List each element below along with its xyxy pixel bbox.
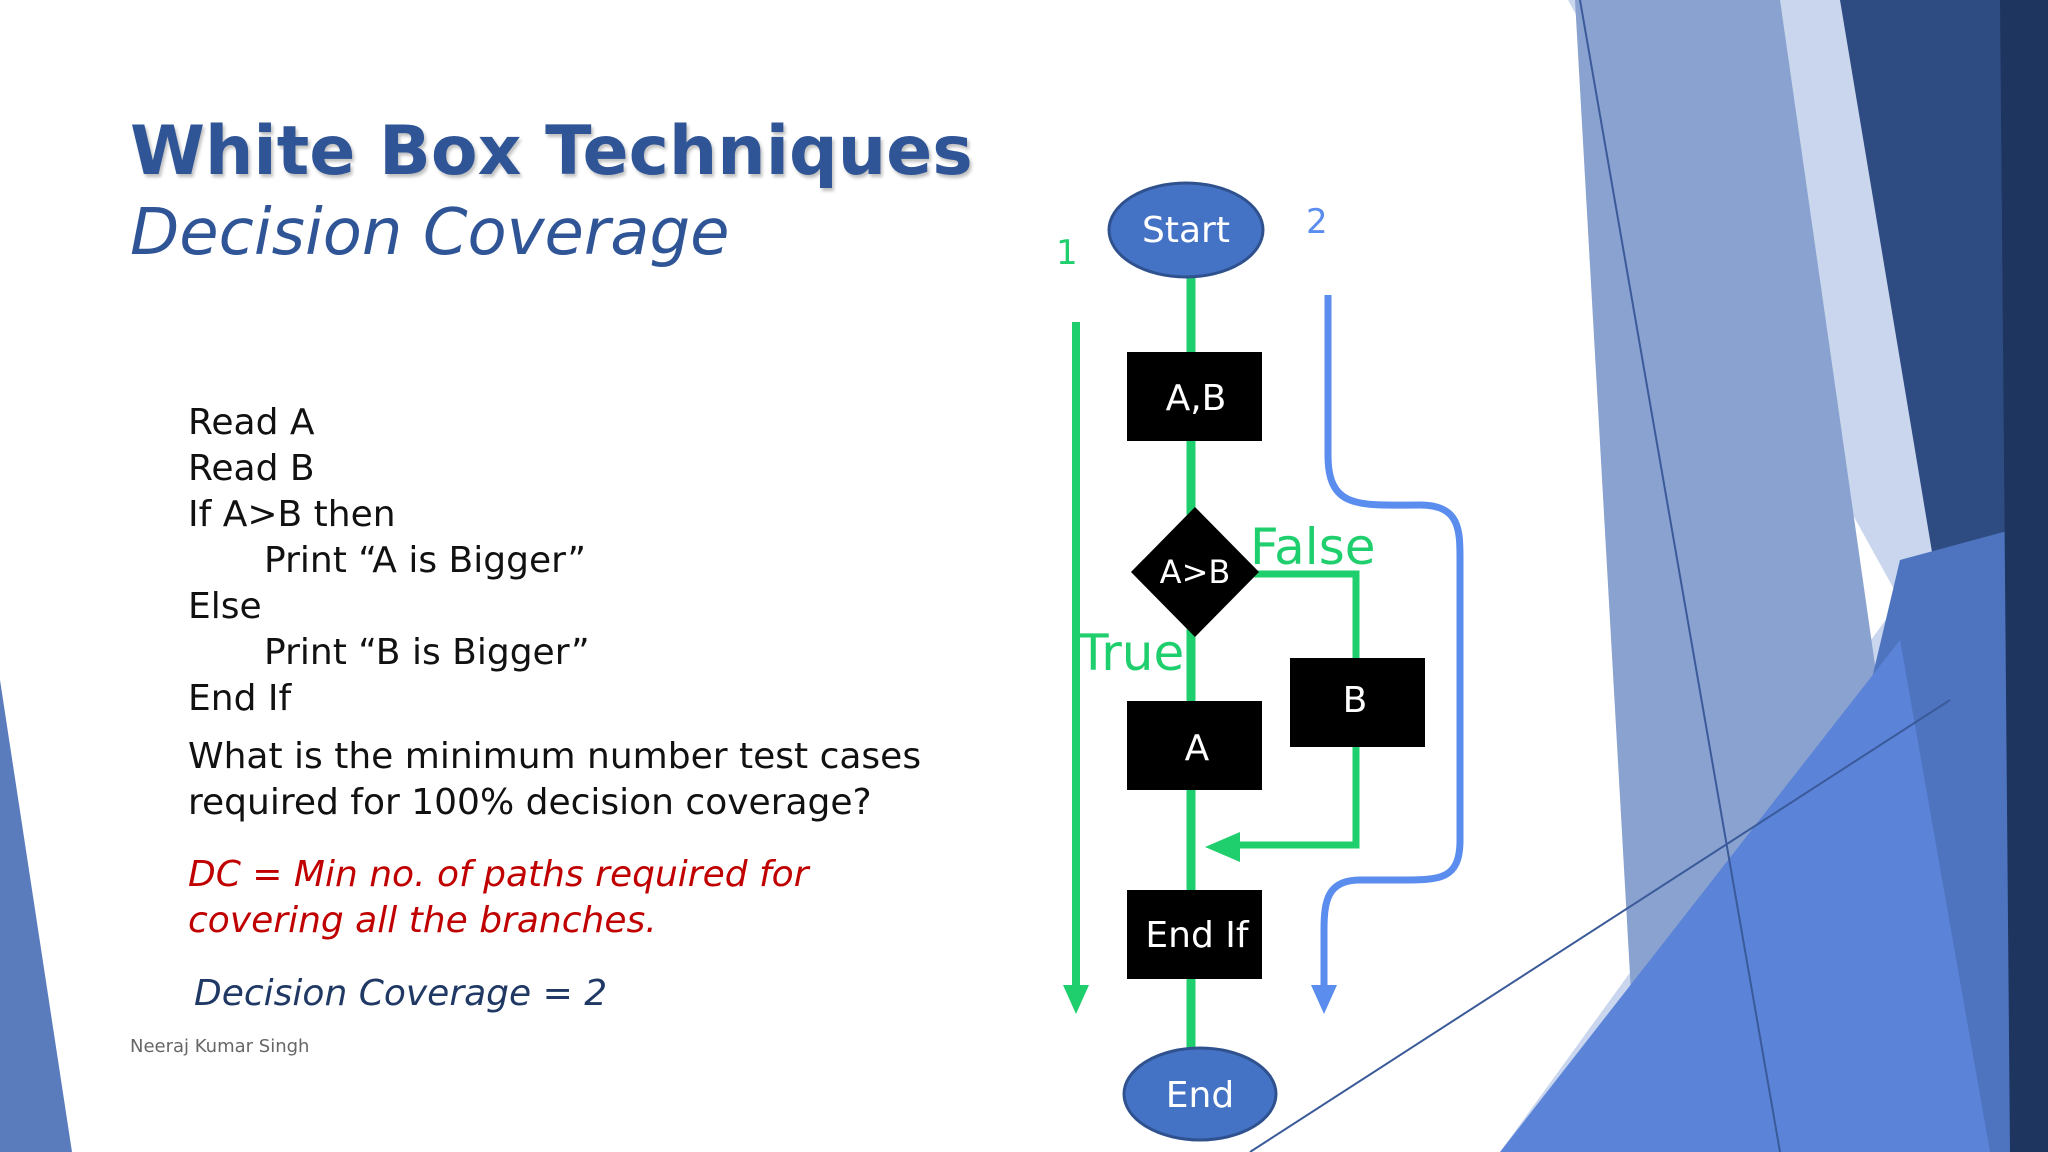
merge-arrowhead xyxy=(1205,832,1240,862)
code-line: Read A xyxy=(188,402,315,443)
footer-author: Neeraj Kumar Singh xyxy=(130,1036,310,1057)
false-box-label: B xyxy=(1343,680,1368,721)
false-box xyxy=(1290,658,1425,747)
slide-subtitle: Decision Coverage xyxy=(130,196,730,270)
true-box xyxy=(1127,701,1262,790)
input-box xyxy=(1127,352,1262,441)
decision-label: A>B xyxy=(1160,553,1231,591)
code-line: If A>B then xyxy=(188,494,396,535)
path-2-line xyxy=(1320,295,1464,990)
deco-facet-edge xyxy=(2000,0,2048,1152)
path-1-arrowhead xyxy=(1063,985,1089,1014)
decision-node xyxy=(1131,507,1259,637)
code-block: Read A Read B If A>B then Print “A is Bi… xyxy=(188,400,590,722)
endif-label: End If xyxy=(1145,915,1249,956)
dc-result: Decision Coverage = 2 xyxy=(194,973,608,1014)
false-label: False xyxy=(1250,518,1376,576)
start-label: Start xyxy=(1142,210,1230,251)
true-box-label: A xyxy=(1185,728,1210,769)
dc-definition: DC = Min no. of paths required for cover… xyxy=(188,854,809,941)
start-node xyxy=(1107,181,1265,279)
deco-line xyxy=(1249,699,1951,1152)
deco-line xyxy=(1579,0,1781,1152)
deco-facet-blue xyxy=(1500,640,1990,1152)
true-label: True xyxy=(1077,624,1184,682)
deco-left-sliver xyxy=(0,680,72,1152)
question-text: What is the minimum number test cases re… xyxy=(188,736,922,823)
endif-box xyxy=(1127,890,1262,979)
input-label: A,B xyxy=(1166,378,1227,419)
end-node xyxy=(1122,1046,1278,1142)
path-2-arrowhead xyxy=(1311,985,1337,1014)
path-2-label: 2 xyxy=(1306,202,1328,242)
code-line: End If xyxy=(188,678,292,719)
code-line: Print “A is Bigger” xyxy=(264,540,587,581)
end-label: End xyxy=(1166,1075,1234,1116)
path-1-label: 1 xyxy=(1056,233,1078,273)
code-line: Read B xyxy=(188,448,315,489)
code-line: Print “B is Bigger” xyxy=(264,632,590,673)
code-line: Else xyxy=(188,586,262,627)
slide-title: White Box Techniques xyxy=(130,112,973,191)
